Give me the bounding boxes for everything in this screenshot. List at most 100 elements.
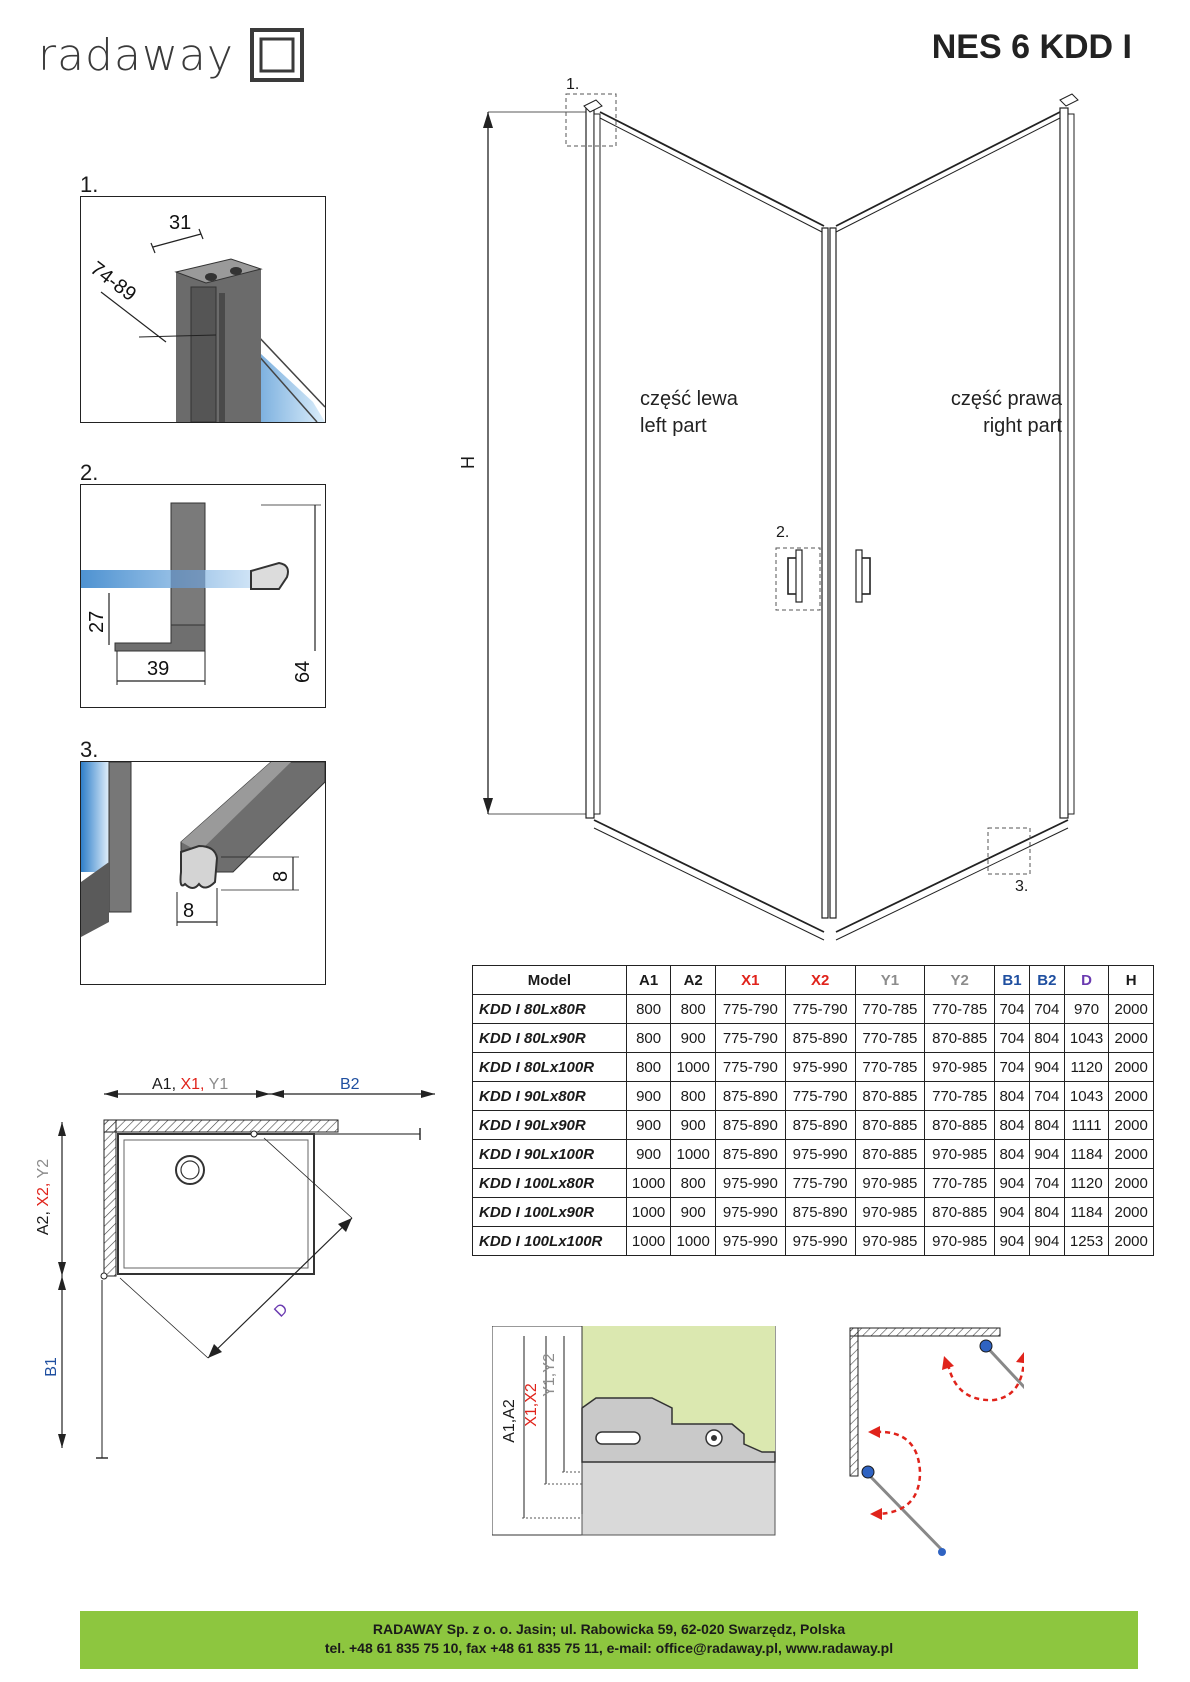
detail-2-dim-b: 39 (147, 658, 169, 680)
detail-2-dim-c: 64 (292, 661, 314, 683)
detail-1-label: 1. (80, 172, 99, 197)
detail-3-box: 8 8 (80, 761, 326, 985)
right-part-label: część prawa right part (882, 386, 1062, 440)
value-cell: 904 (1028, 1052, 1065, 1082)
footer-address: RADAWAY Sp. z o. o. Jasin; ul. Rabowicka… (372, 1621, 846, 1637)
value-cell: 1184 (1063, 1139, 1110, 1169)
value-cell: 800 (625, 994, 672, 1024)
value-cell: 704 (994, 994, 1030, 1024)
table-header-x2: X2 (784, 965, 856, 995)
value-cell: 1000 (670, 1052, 716, 1082)
door-swing-drawing (849, 1327, 1068, 1556)
value-cell: 804 (994, 1110, 1030, 1140)
logo-square-icon (250, 28, 304, 82)
door-swing-diagram (844, 1320, 1068, 1560)
footer-bar: RADAWAY Sp. z o. o. Jasin; ul. Rabowicka… (80, 1611, 1138, 1669)
plan-left-y: Y2 (35, 1158, 53, 1179)
value-cell: 875-890 (714, 1139, 786, 1169)
value-cell: 800 (670, 1168, 716, 1198)
table-header-y2: Y2 (924, 965, 996, 995)
table-header-y1: Y1 (854, 965, 926, 995)
value-cell: 870-885 (924, 1197, 996, 1227)
section-x-label: X1,X2 (522, 1383, 540, 1427)
value-cell: 804 (1028, 1110, 1065, 1140)
value-cell: 1000 (625, 1197, 672, 1227)
value-cell: 904 (1028, 1226, 1065, 1256)
model-cell: KDD I 90Lx80R (472, 1081, 627, 1111)
value-cell: 775-790 (784, 1081, 856, 1111)
main-shower-drawing: 1. 2. 3. H część lewa left part część pr… (458, 70, 1110, 950)
value-cell: 2000 (1108, 994, 1154, 1024)
model-cell: KDD I 90Lx100R (472, 1139, 627, 1169)
left-part-label: część lewa left part (640, 386, 738, 440)
value-cell: 2000 (1108, 1081, 1154, 1111)
detail-2-dim-a: 27 (86, 611, 108, 633)
value-cell: 2000 (1108, 1168, 1154, 1198)
plan-top-x: X1, (180, 1076, 209, 1093)
value-cell: 975-990 (784, 1052, 856, 1082)
section-view-drawing (491, 1325, 776, 1536)
value-cell: 804 (994, 1139, 1030, 1169)
value-cell: 704 (1028, 1081, 1065, 1111)
value-cell: 804 (1028, 1023, 1065, 1053)
detail-3-dim-a: 8 (183, 900, 194, 922)
value-cell: 704 (1028, 994, 1065, 1024)
detail-3-drawing: 8 8 (81, 762, 325, 937)
callout-2-label: 2. (776, 524, 790, 541)
value-cell: 1111 (1063, 1110, 1110, 1140)
right-part-pl: część prawa (950, 388, 1062, 410)
value-cell: 975-990 (784, 1226, 856, 1256)
detail-2-drawing: 27 39 64 (81, 502, 321, 685)
value-cell: 1000 (670, 1226, 716, 1256)
model-cell: KDD I 100Lx90R (472, 1197, 627, 1227)
value-cell: 1000 (625, 1226, 672, 1256)
value-cell: 975-990 (714, 1226, 786, 1256)
value-cell: 970-985 (854, 1226, 926, 1256)
plan-b1-label: B1 (42, 1357, 60, 1377)
value-cell: 975-990 (784, 1139, 856, 1169)
value-cell: 900 (670, 1110, 716, 1140)
value-cell: 1120 (1063, 1052, 1110, 1082)
detail-1-dim-a: 31 (169, 212, 191, 234)
model-cell: KDD I 90Lx90R (472, 1110, 627, 1140)
value-cell: 800 (625, 1052, 672, 1082)
value-cell: 775-790 (714, 1052, 786, 1082)
model-cell: KDD I 80Lx100R (472, 1052, 627, 1082)
value-cell: 970-985 (924, 1139, 996, 1169)
table-header-b2: B2 (1028, 965, 1065, 995)
table-header-d: D (1063, 965, 1110, 995)
value-cell: 870-885 (924, 1110, 996, 1140)
value-cell: 804 (994, 1081, 1030, 1111)
value-cell: 970 (1063, 994, 1110, 1024)
page-title: NES 6 KDD I (931, 28, 1132, 66)
table-header-b1: B1 (994, 965, 1030, 995)
value-cell: 904 (994, 1168, 1030, 1198)
brand-name: radaway (38, 30, 234, 81)
value-cell: 1253 (1063, 1226, 1110, 1256)
value-cell: 875-890 (784, 1110, 856, 1140)
value-cell: 1043 (1063, 1023, 1110, 1053)
detail-1-drawing: 31 74-89 (86, 212, 325, 422)
value-cell: 875-890 (784, 1197, 856, 1227)
value-cell: 2000 (1108, 1139, 1154, 1169)
detail-2-label: 2. (80, 460, 99, 485)
plan-top-y: Y1 (208, 1076, 229, 1093)
value-cell: 800 (670, 1081, 716, 1111)
value-cell: 875-890 (714, 1081, 786, 1111)
value-cell: 770-785 (924, 994, 996, 1024)
value-cell: 2000 (1108, 1023, 1154, 1053)
value-cell: 1000 (670, 1139, 716, 1169)
table-header-a2: A2 (670, 965, 716, 995)
value-cell: 970-985 (924, 1052, 996, 1082)
value-cell: 770-785 (854, 994, 926, 1024)
model-cell: KDD I 80Lx80R (472, 994, 627, 1024)
table-header-model: Model (472, 965, 627, 995)
